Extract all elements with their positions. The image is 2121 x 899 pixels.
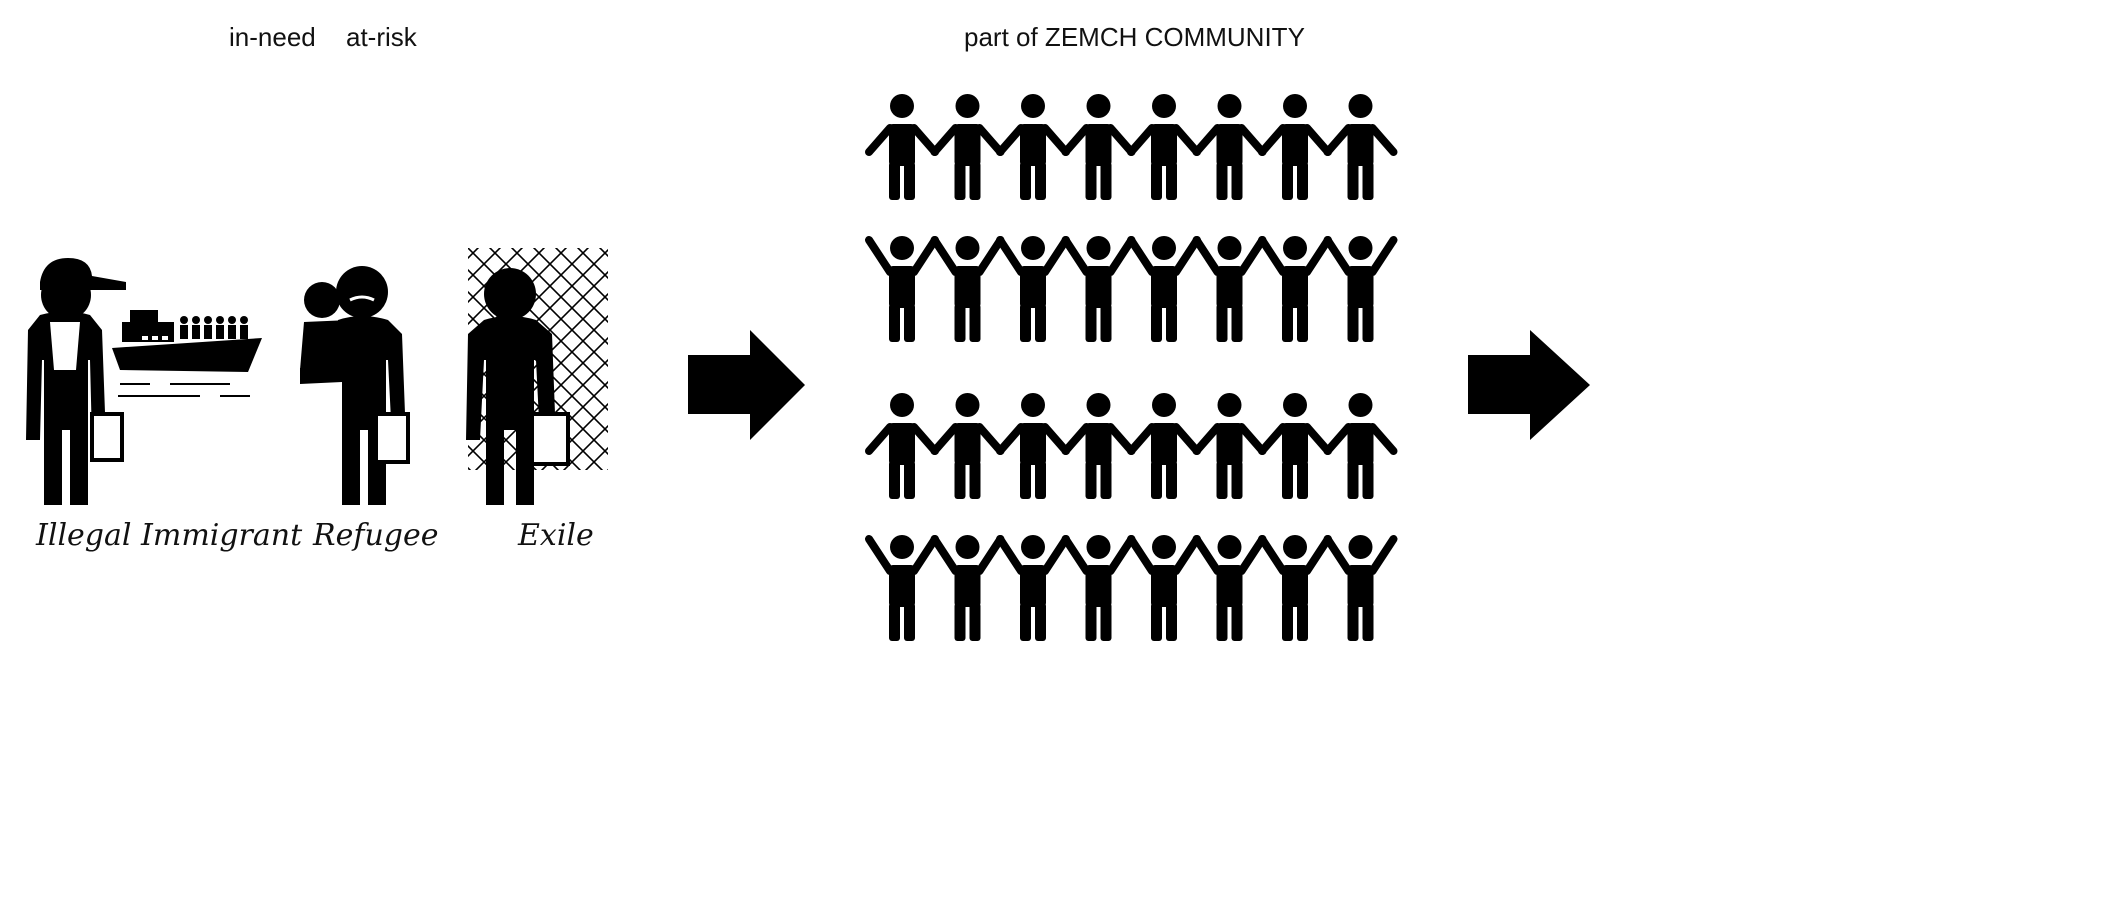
person-icon [869, 94, 935, 200]
community-row [869, 535, 1394, 641]
person-icon [1197, 393, 1263, 499]
person-icon [1262, 94, 1328, 200]
person-icon [935, 236, 1001, 342]
community-row [869, 393, 1394, 499]
person-icon [1328, 535, 1394, 641]
person-icon [1131, 393, 1197, 499]
person-icon [1066, 236, 1132, 342]
person-icon [1197, 94, 1263, 200]
person-icon [935, 393, 1001, 499]
person-icon [869, 236, 935, 342]
person-icon [869, 535, 935, 641]
person-icon [869, 393, 935, 499]
person-icon [1066, 94, 1132, 200]
right-arrow-icon [688, 330, 805, 440]
person-icon [1197, 535, 1263, 641]
person-icon [1000, 94, 1066, 200]
person-icon [1066, 535, 1132, 641]
person-icon [935, 94, 1001, 200]
person-icon [1066, 393, 1132, 499]
community-chain-icon [869, 94, 1394, 641]
person-icon [1000, 393, 1066, 499]
person-icon [1131, 236, 1197, 342]
person-icon [1197, 236, 1263, 342]
person-icon [1328, 94, 1394, 200]
person-icon [1000, 236, 1066, 342]
refugee-icon [300, 266, 410, 505]
community-row [869, 236, 1394, 342]
illegal-immigrant-icon [26, 258, 262, 505]
person-icon [1328, 236, 1394, 342]
community-row [869, 94, 1394, 200]
person-icon [1262, 393, 1328, 499]
person-icon [1262, 535, 1328, 641]
person-icon [1328, 393, 1394, 499]
person-icon [1131, 535, 1197, 641]
exile-icon [466, 248, 608, 505]
person-icon [1131, 94, 1197, 200]
person-icon [1262, 236, 1328, 342]
person-icon [935, 535, 1001, 641]
person-icon [1000, 535, 1066, 641]
right-arrow-icon [1468, 330, 1590, 440]
